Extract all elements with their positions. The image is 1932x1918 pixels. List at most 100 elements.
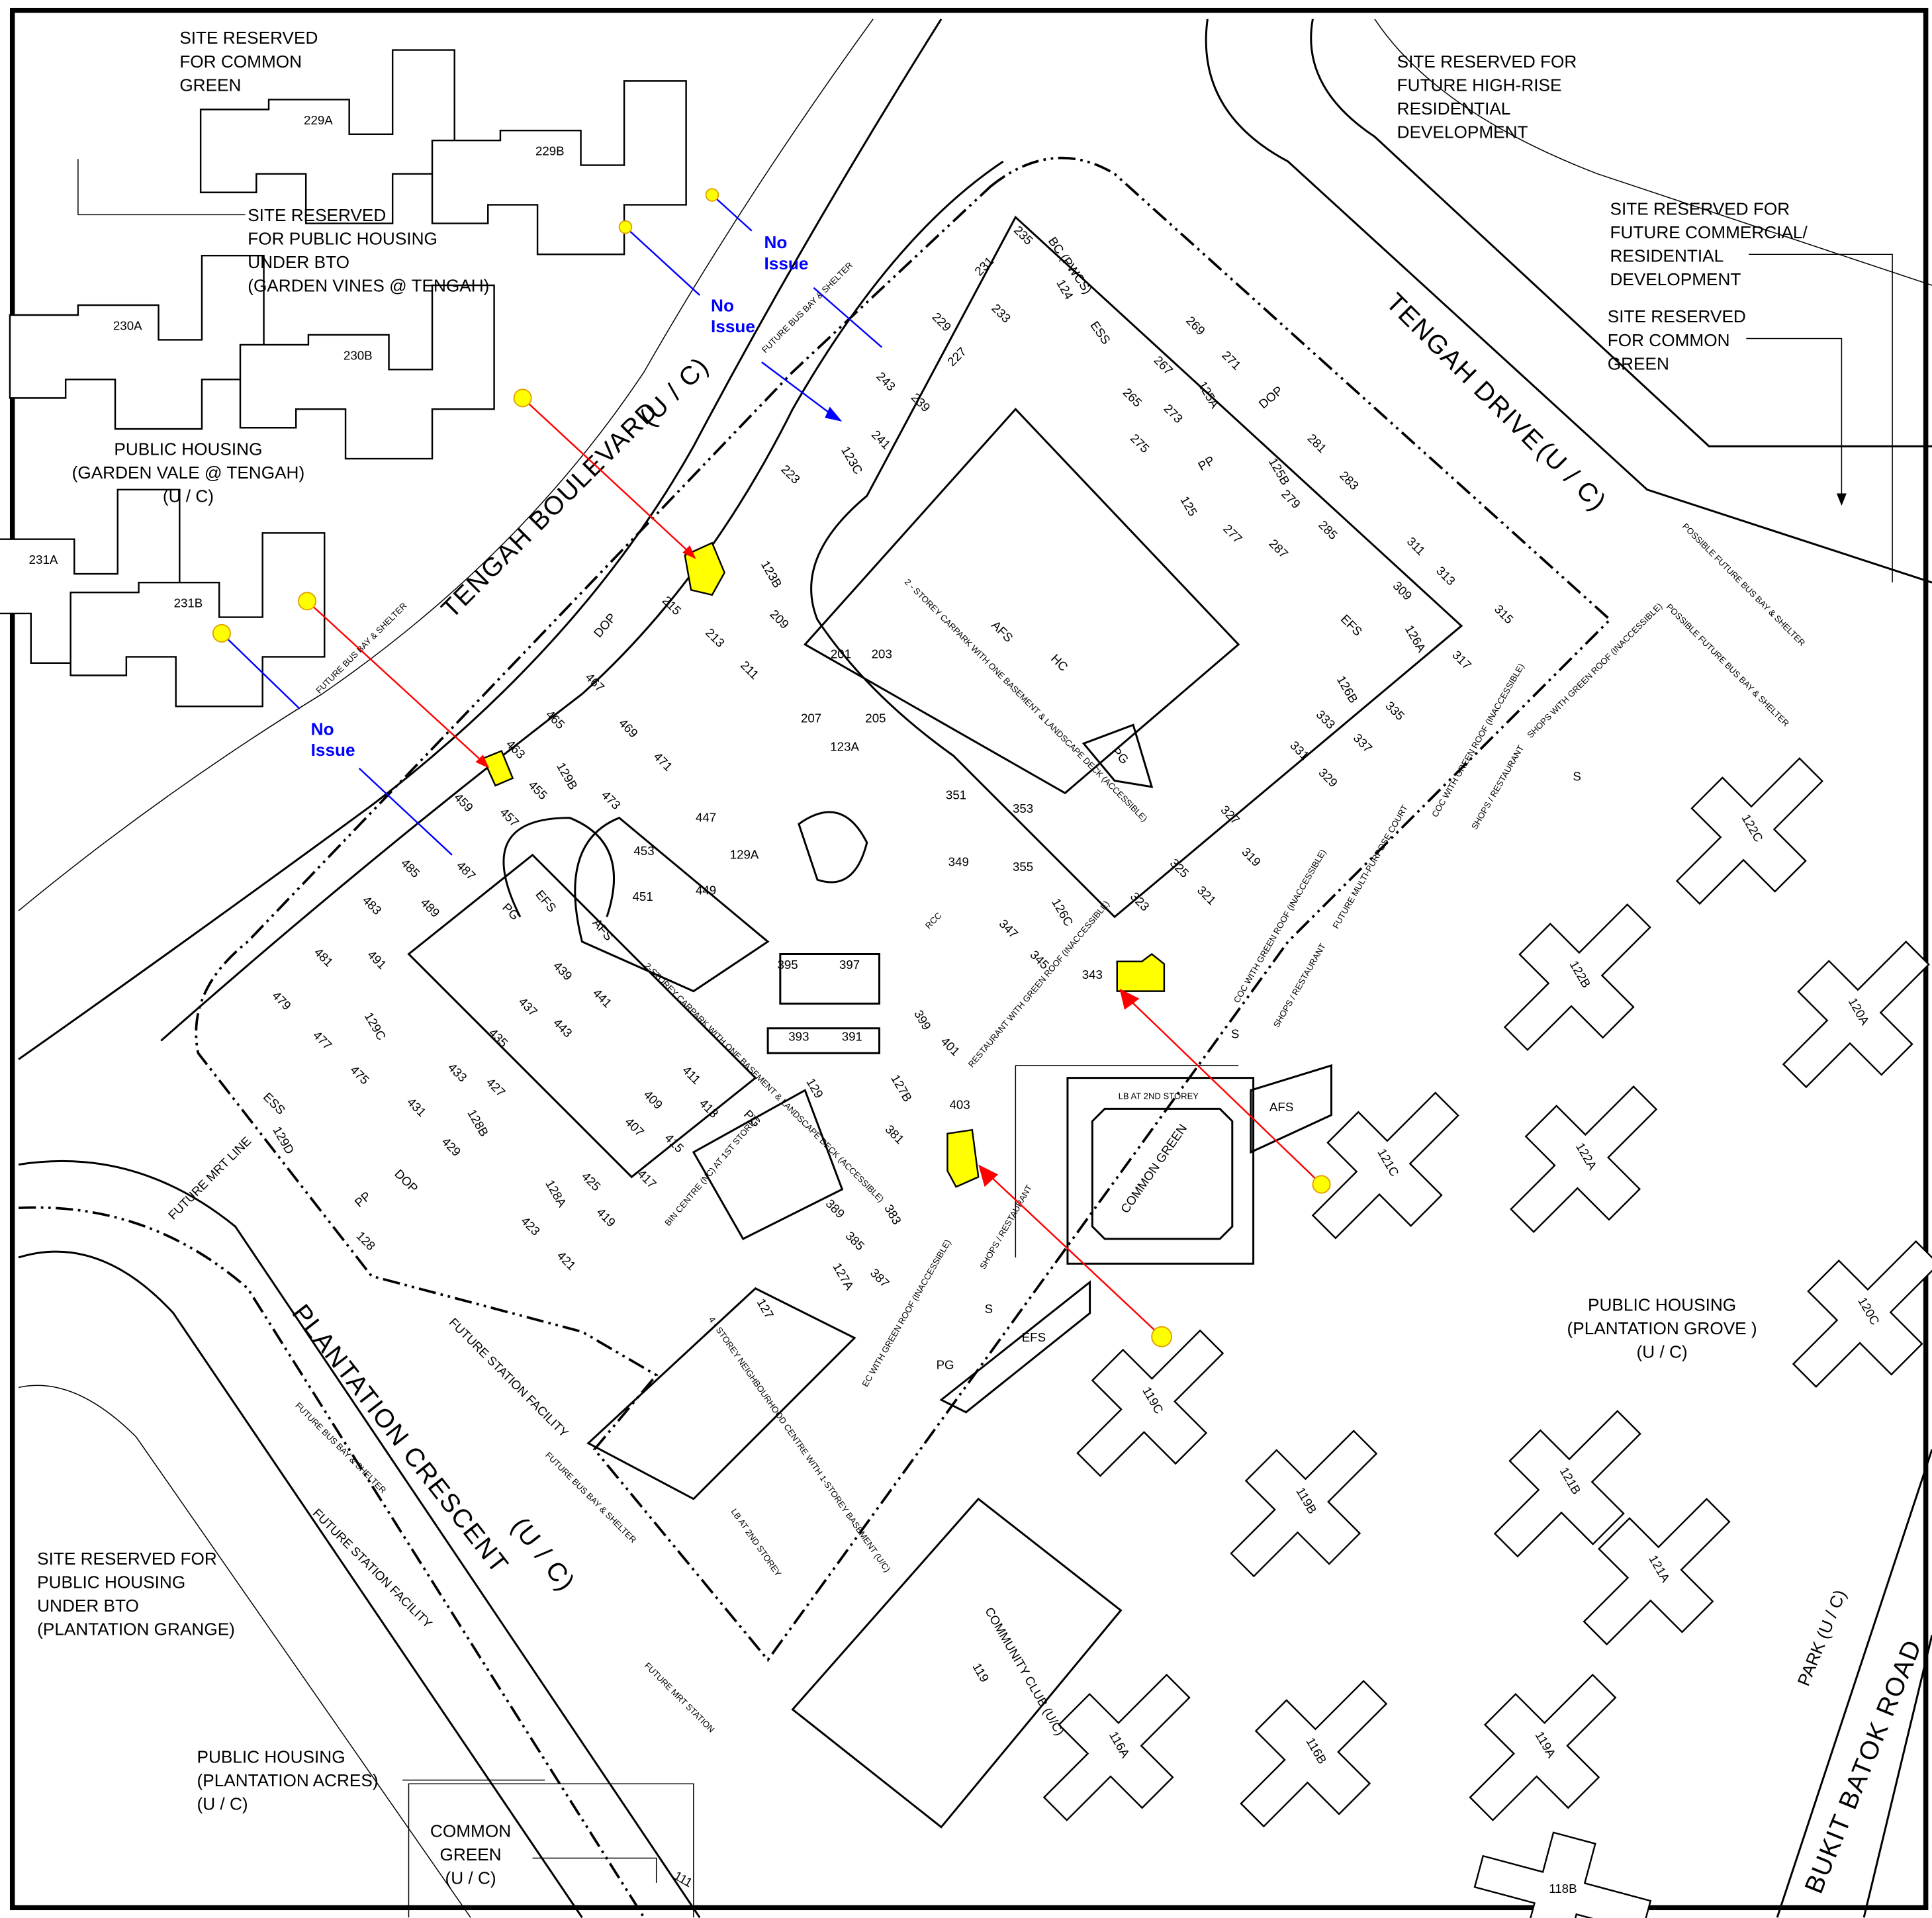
note-line: DEVELOPMENT bbox=[1610, 269, 1741, 289]
block-number-label[interactable]: 231B bbox=[174, 596, 203, 610]
building-outline bbox=[1240, 1680, 1388, 1828]
highlight-block-217[interactable] bbox=[684, 541, 725, 596]
no-issue-label: Issue bbox=[311, 740, 355, 760]
building-outline bbox=[1076, 1329, 1224, 1477]
note-line: SITE RESERVED bbox=[248, 205, 386, 225]
building-outline bbox=[1510, 1085, 1658, 1234]
note-line: (GARDEN VINES @ TENGAH) bbox=[248, 275, 489, 295]
block-number-label[interactable]: 118B bbox=[1549, 1882, 1577, 1895]
building-outline bbox=[1792, 1240, 1932, 1389]
label-s: S bbox=[985, 1302, 993, 1316]
block-number-label[interactable]: 353 bbox=[1013, 801, 1033, 815]
block-number-label[interactable]: 207 bbox=[801, 711, 821, 725]
marker-dot bbox=[513, 388, 532, 408]
block-number-label[interactable]: 205 bbox=[865, 711, 886, 725]
block-number-label[interactable]: 349 bbox=[948, 855, 969, 869]
issue-arrow bbox=[306, 600, 484, 763]
block-number-label[interactable]: 343 bbox=[1082, 968, 1103, 982]
road-edges bbox=[18, 18, 1932, 1918]
block-number-label[interactable]: 451 bbox=[633, 890, 653, 903]
note-line: FOR PUBLIC HOUSING bbox=[248, 228, 437, 248]
block-number-label[interactable]: 231A bbox=[29, 553, 58, 567]
note-line: FOR COMMON bbox=[1608, 330, 1730, 350]
block-number-label[interactable]: 393 bbox=[788, 1029, 809, 1043]
label-afs: AFS bbox=[1269, 1100, 1293, 1114]
building-outline bbox=[1469, 1673, 1617, 1821]
no-issue-label: No bbox=[311, 719, 334, 739]
block-number-label[interactable]: 201 bbox=[831, 647, 851, 661]
block-number-label[interactable]: 230A bbox=[113, 318, 142, 332]
marker-dot bbox=[1312, 1175, 1331, 1194]
note-plantation-grove: PUBLIC HOUSING (PLANTATION GROVE ) (U / C) bbox=[1567, 1295, 1757, 1361]
building-outline bbox=[431, 80, 687, 255]
block-number-label[interactable]: 449 bbox=[696, 884, 716, 897]
marker-dot bbox=[1151, 1326, 1173, 1347]
highlight-block-405[interactable] bbox=[946, 1128, 980, 1188]
block-number-label[interactable]: 351 bbox=[946, 788, 966, 802]
building-outline bbox=[1503, 903, 1651, 1052]
marker-dot bbox=[618, 220, 633, 234]
note-garden-vale: PUBLIC HOUSING (GARDEN VALE @ TENGAH) (U /… bbox=[72, 439, 305, 506]
note-line: (PLANTATION GROVE ) bbox=[1567, 1318, 1757, 1338]
building-outline bbox=[1675, 757, 1823, 905]
note-line: PUBLIC HOUSING bbox=[1588, 1295, 1736, 1314]
label-s: S bbox=[1231, 1027, 1239, 1041]
note-line: SITE RESERVED bbox=[179, 28, 318, 48]
note-line: SITE RESERVED FOR bbox=[1397, 52, 1577, 71]
ok-line bbox=[625, 226, 837, 419]
issue-arrow bbox=[522, 397, 691, 554]
block-number-label[interactable]: 355 bbox=[1013, 860, 1033, 874]
block-number-label[interactable]: 123A bbox=[830, 740, 859, 754]
no-issue-label: Issue bbox=[764, 253, 809, 273]
block-number-label[interactable]: 395 bbox=[777, 958, 798, 972]
note-line: (U / C) bbox=[197, 1794, 248, 1813]
estate-structures bbox=[407, 215, 1463, 1829]
note-line: (U / C) bbox=[1637, 1342, 1688, 1362]
note-line: PUBLIC HOUSING bbox=[114, 439, 262, 459]
note-line: (U / C) bbox=[163, 486, 214, 506]
block-number-label[interactable]: 453 bbox=[633, 844, 654, 858]
note-line: SITE RESERVED FOR bbox=[37, 1549, 217, 1569]
marker-dot bbox=[212, 623, 231, 643]
note-line: GREEN bbox=[1608, 353, 1669, 373]
note-line: (PLANTATION ACRES) bbox=[197, 1770, 379, 1790]
block-number-label[interactable]: 229B bbox=[535, 144, 565, 158]
highlight-block-341[interactable] bbox=[1116, 952, 1166, 992]
note-line: RESIDENTIAL bbox=[1397, 99, 1511, 118]
block-number-label[interactable]: 391 bbox=[842, 1029, 862, 1043]
note-plantation-grange: SITE RESERVED FOR PUBLIC HOUSING UNDER BTO… bbox=[37, 1549, 235, 1639]
note-line: (GARDEN VALE @ TENGAH) bbox=[72, 463, 305, 482]
block-number-label[interactable]: 403 bbox=[950, 1097, 970, 1111]
note-plantation-acres: PUBLIC HOUSING (PLANTATION ACRES) (U / C) bbox=[197, 1747, 545, 1813]
note-line: UNDER BTO bbox=[37, 1596, 139, 1616]
arrowhead-icon bbox=[475, 754, 490, 768]
label-lb-2nd-storey: LB AT 2ND STOREY bbox=[1119, 1091, 1199, 1101]
arrow-icon bbox=[1836, 493, 1847, 506]
block-number-label[interactable]: 229A bbox=[304, 113, 333, 127]
note-line: (PLANTATION GRANGE) bbox=[37, 1620, 235, 1639]
building-outline bbox=[69, 532, 326, 708]
estate-boundary bbox=[195, 156, 1612, 1663]
note-line: PUBLIC HOUSING bbox=[37, 1573, 185, 1592]
block-number-label[interactable]: 447 bbox=[696, 810, 716, 824]
building-outline bbox=[1583, 1498, 1731, 1646]
no-issue-label: No bbox=[711, 295, 734, 315]
note-line: RESIDENTIAL bbox=[1610, 246, 1724, 266]
issue-arrow bbox=[985, 1171, 1162, 1338]
note-line: GREEN bbox=[439, 1845, 501, 1864]
block-number-label[interactable]: 230B bbox=[344, 348, 373, 362]
block-number-label[interactable]: 129A bbox=[730, 847, 759, 861]
note-line: PUBLIC HOUSING bbox=[197, 1747, 345, 1766]
block-number-label[interactable]: 397 bbox=[839, 958, 860, 972]
highlight-block-461[interactable] bbox=[482, 750, 514, 787]
block-number-label[interactable]: 203 bbox=[872, 647, 892, 661]
